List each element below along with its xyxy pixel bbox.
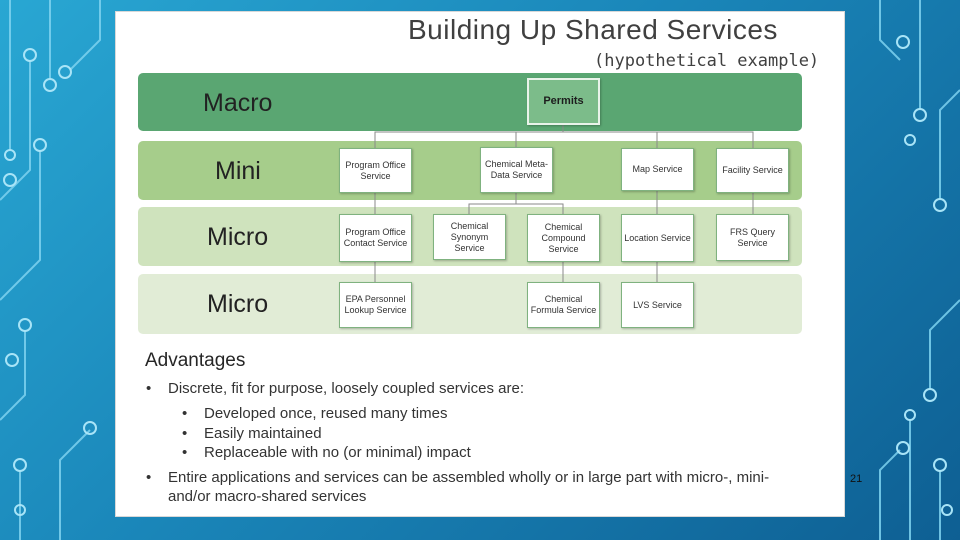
map-service-box: Map Service xyxy=(621,148,694,191)
permits-service-box: Permits xyxy=(527,78,600,125)
frs-query-service-box: FRS Query Service xyxy=(716,214,789,261)
bullet-marker: • xyxy=(146,380,152,397)
chemical-formula-service-box: Chemical Formula Service xyxy=(527,282,600,328)
chemical-synonym-service-box: Chemical Synonym Service xyxy=(433,214,506,260)
bullet-marker: • xyxy=(182,405,188,422)
bullet-marker: • xyxy=(182,444,188,461)
advantage-text: Discrete, fit for purpose, loosely coupl… xyxy=(168,380,524,397)
advantage-sub-text: Developed once, reused many times xyxy=(204,405,448,422)
advantage-sub-text: Replaceable with no (or minimal) impact xyxy=(204,444,471,461)
advantage-sub-bullet: • Developed once, reused many times xyxy=(182,404,448,423)
advantage-sub-text: Easily maintained xyxy=(204,425,322,442)
band-label-micro: Micro xyxy=(207,290,269,318)
epa-personnel-lookup-service-box: EPA Personnel Lookup Service xyxy=(339,282,412,328)
band-label-micro: Micro xyxy=(207,223,269,251)
lvs-service-box: LVS Service xyxy=(621,282,694,328)
advantage-sub-bullet: • Replaceable with no (or minimal) impac… xyxy=(182,443,471,462)
advantages-heading: Advantages xyxy=(145,350,246,371)
program-office-service-box: Program Office Service xyxy=(339,148,412,193)
advantage-bullet: • Entire applications and services can b… xyxy=(146,468,788,506)
slide-subtitle: (hypothetical example) xyxy=(594,51,820,71)
chemical-metadata-service-box: Chemical Meta-Data Service xyxy=(480,147,553,193)
facility-service-box: Facility Service xyxy=(716,148,789,193)
bullet-marker: • xyxy=(146,469,152,486)
advantage-text: Entire applications and services can be … xyxy=(168,469,770,505)
slide-title: Building Up Shared Services xyxy=(408,14,778,45)
band-label-macro: Macro xyxy=(203,89,273,117)
bullet-marker: • xyxy=(182,425,188,442)
location-service-box: Location Service xyxy=(621,214,694,262)
program-office-contact-service-box: Program Office Contact Service xyxy=(339,214,412,262)
advantage-sub-bullet: • Easily maintained xyxy=(182,424,322,443)
advantage-bullet: • Discrete, fit for purpose, loosely cou… xyxy=(146,379,768,398)
chemical-compound-service-box: Chemical Compound Service xyxy=(527,214,600,262)
band-macro xyxy=(138,73,802,131)
band-label-mini: Mini xyxy=(215,157,261,185)
page-number: 21 xyxy=(850,473,863,485)
